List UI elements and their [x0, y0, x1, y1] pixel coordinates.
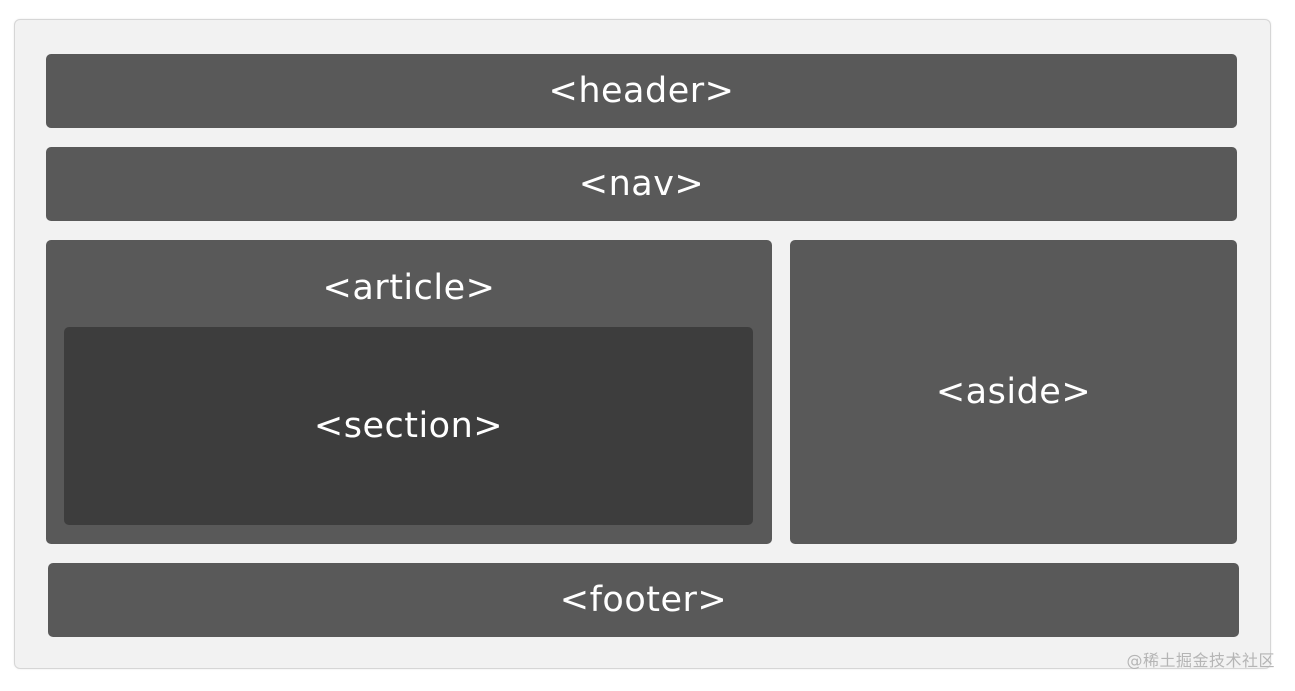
footer-label: <footer> [559, 580, 728, 620]
section-label: <section> [313, 406, 504, 446]
footer-block: <footer> [48, 563, 1239, 637]
watermark: @稀土掘金技术社区 [1126, 651, 1275, 670]
article-label: <article> [322, 268, 496, 308]
article-block: <article> <section> [46, 240, 772, 544]
aside-block: <aside> [790, 240, 1237, 544]
header-label: <header> [548, 71, 735, 111]
header-block: <header> [46, 54, 1237, 128]
aside-label: <aside> [935, 372, 1092, 412]
nav-label: <nav> [578, 164, 705, 204]
section-block: <section> [64, 327, 753, 525]
nav-block: <nav> [46, 147, 1237, 221]
